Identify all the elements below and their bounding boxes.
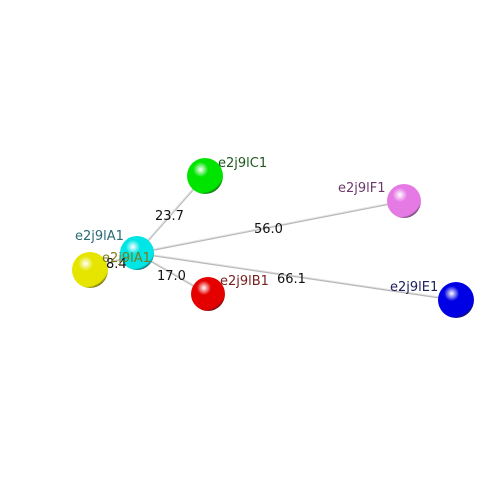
edge-line-highlight bbox=[136, 252, 457, 300]
node-red[interactable] bbox=[191, 277, 225, 311]
node-label: e2j9lB1 bbox=[220, 274, 269, 289]
node-label: e2j9lA1 bbox=[102, 251, 151, 266]
node-label: e2j9lC1 bbox=[218, 156, 267, 171]
edge-distance-label: 56.0 bbox=[254, 222, 283, 237]
node-cyan[interactable] bbox=[120, 236, 154, 270]
edge-line bbox=[136, 200, 405, 254]
node-blue[interactable] bbox=[438, 282, 474, 318]
node-yellow[interactable] bbox=[72, 252, 108, 288]
node-label: e2j9lE1 bbox=[390, 280, 438, 295]
node-label: e2j9lF1 bbox=[338, 181, 386, 196]
node-green[interactable] bbox=[187, 158, 223, 194]
edge-distance-label: 17.0 bbox=[157, 269, 186, 284]
nodes-layer bbox=[72, 158, 474, 318]
node-pink[interactable] bbox=[387, 184, 421, 218]
edge-line-highlight bbox=[136, 200, 405, 253]
node-label: e2j9lA1 bbox=[75, 229, 124, 244]
edge-line bbox=[136, 252, 457, 301]
edge-distance-label: 66.1 bbox=[277, 272, 306, 287]
edge-distance-label: 23.7 bbox=[155, 209, 184, 224]
edge-distance-label: 8.4 bbox=[106, 257, 127, 272]
labels-layer: 23.756.066.117.08.4e2j9lA1e2j9lA1e2j9lB1… bbox=[75, 156, 438, 295]
